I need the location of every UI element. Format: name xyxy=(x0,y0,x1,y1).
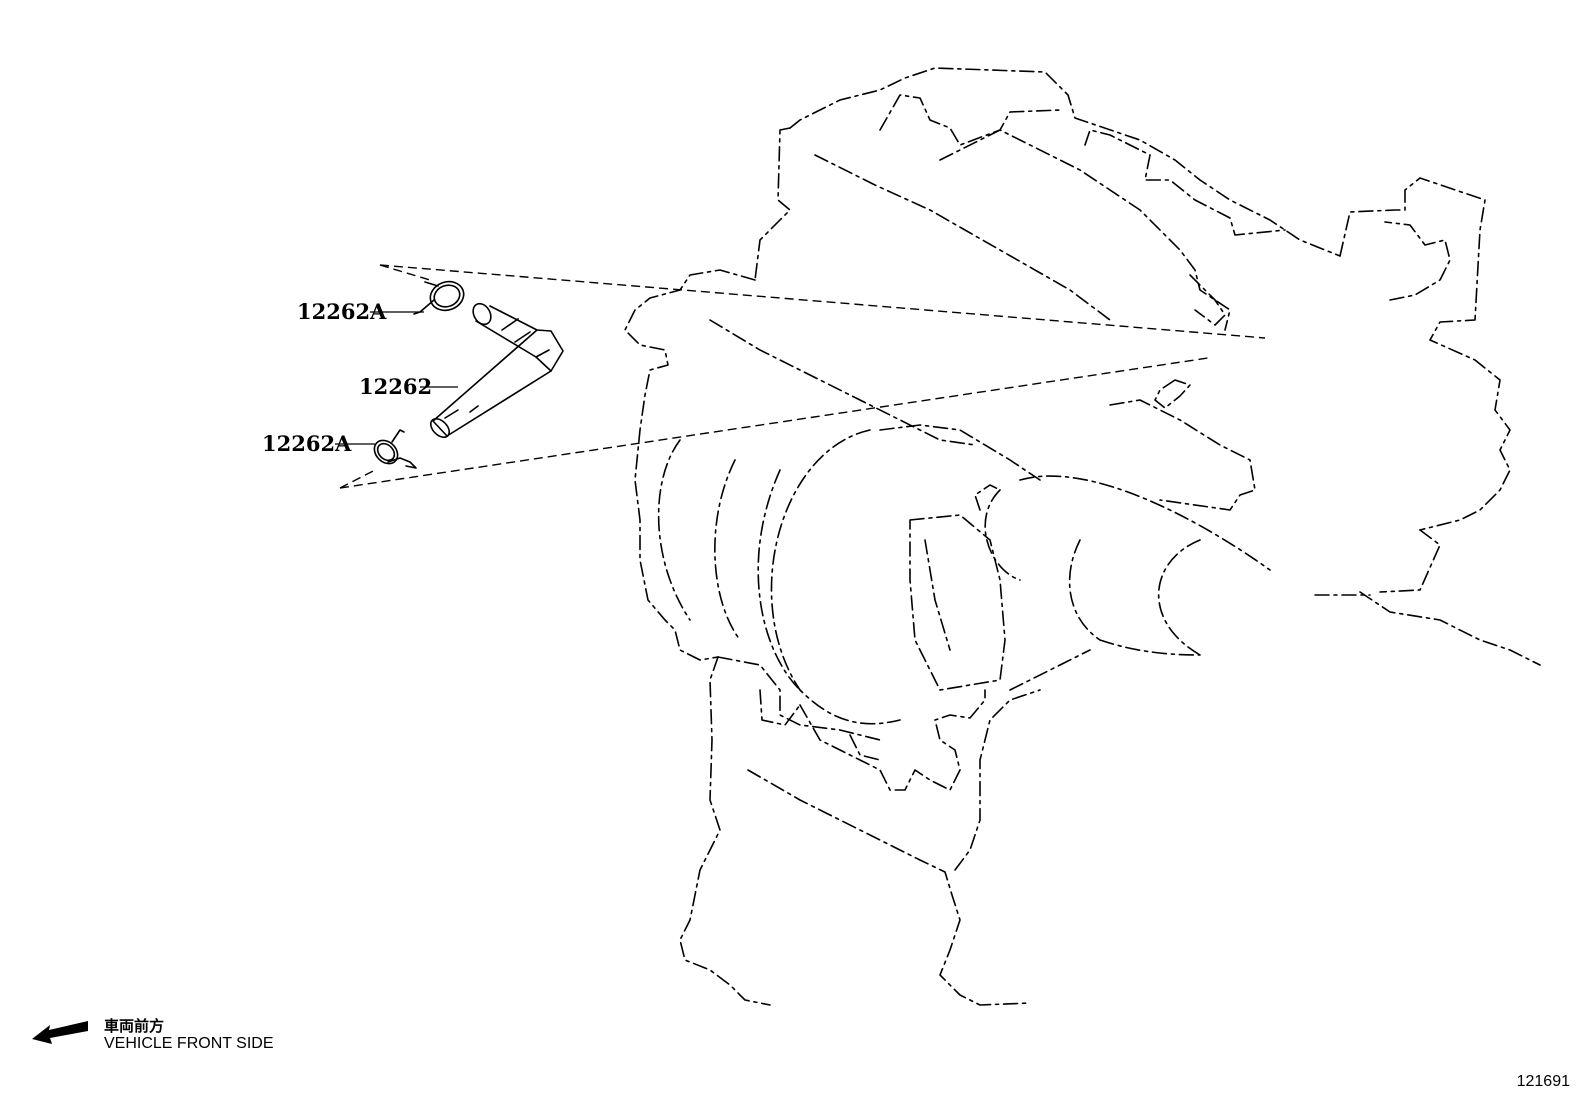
vehicle-front-label-jp: 車両前方 xyxy=(104,1017,165,1035)
figure-number: 121691 xyxy=(1516,1073,1570,1090)
clamp-lower-part xyxy=(373,429,417,469)
vehicle-front-arrow-icon xyxy=(32,1021,88,1044)
callout-label-clamp-upper: 12262A xyxy=(297,299,387,324)
callout-label-hose: 12262 xyxy=(359,374,432,399)
clamp-upper-part xyxy=(413,280,465,315)
callout-label-clamp-lower: 12262A xyxy=(262,431,352,456)
engine-outline xyxy=(624,67,1541,1006)
vehicle-front-label-en: VEHICLE FRONT SIDE xyxy=(104,1035,274,1052)
projection-lines xyxy=(339,264,1266,489)
hose-part xyxy=(429,302,564,439)
